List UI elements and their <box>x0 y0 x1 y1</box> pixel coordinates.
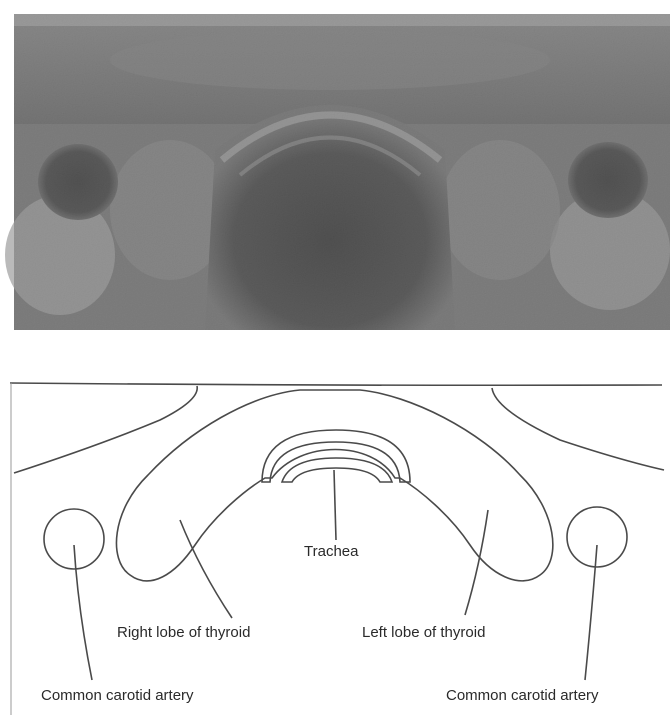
tracheal-ring-inner <box>282 458 392 482</box>
carotid-circle-left-side <box>567 507 627 567</box>
ultrasound-image <box>5 14 670 330</box>
carotid-circle-right-side <box>44 509 104 569</box>
label-trachea: Trachea <box>304 543 359 560</box>
skin-line <box>10 383 662 385</box>
label-right-lobe: Right lobe of thyroid <box>117 624 250 641</box>
leader-trachea <box>334 470 336 540</box>
muscle-outline-left-side <box>492 388 664 470</box>
label-carotid-right-side: Common carotid artery <box>41 687 194 704</box>
leader-right-lobe <box>180 520 232 618</box>
muscle-outline-right-side <box>14 386 197 473</box>
labels: Trachea Right lobe of thyroid Left lobe … <box>41 543 599 704</box>
label-left-lobe: Left lobe of thyroid <box>362 624 485 641</box>
label-carotid-left-side: Common carotid artery <box>446 687 599 704</box>
